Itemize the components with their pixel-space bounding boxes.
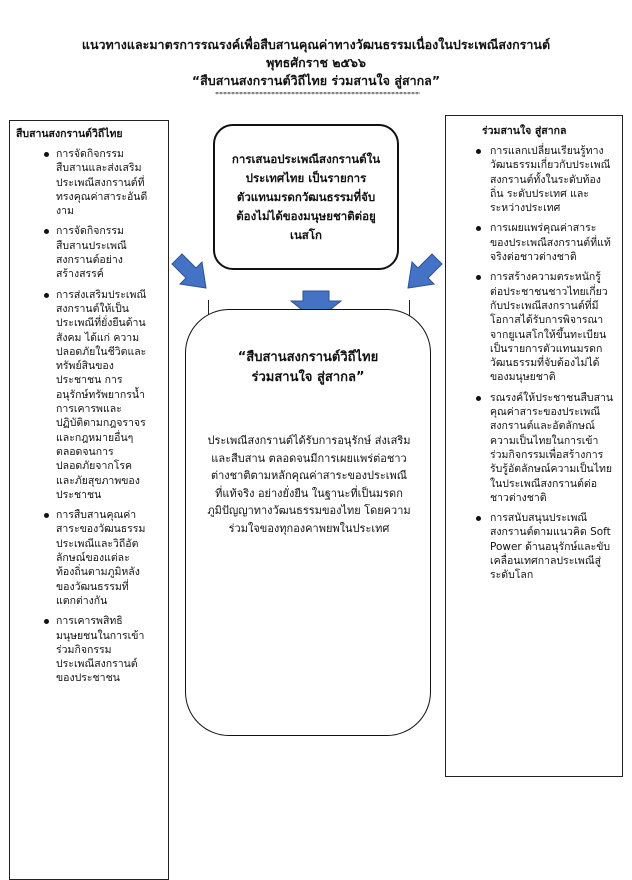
right-panel-list: การแลกเปลี่ยนเรียนรู้ทางวัฒนธรรมเกี่ยวกั… — [454, 144, 616, 583]
bullet-icon — [44, 152, 49, 157]
bullet-icon — [476, 516, 481, 522]
right-panel-title: ร่วมสานใจ สู่สากล — [482, 125, 567, 137]
arrow-down-left-icon — [407, 253, 443, 289]
left-panel-list: การจัดกิจกรรมสืบสานและส่งเสริมประเพณีสงก… — [16, 147, 162, 686]
list-item: การจัดกิจกรรมสืบสานประเพณีสงกรานต์อย่างส… — [16, 224, 162, 281]
document-year: พุทธศักราช ๒๕๖๖ — [266, 55, 366, 70]
list-item: การเคารพสิทธิมนุษยชนในการเข้าร่วมกิจกรรม… — [16, 614, 162, 685]
title-divider: ****************************************… — [215, 92, 420, 98]
document-title: แนวทางและมาตรการรณรงค์เพื่อสืบสานคุณค่าท… — [81, 37, 551, 52]
list-item: การจัดกิจกรรมสืบสานและส่งเสริมประเพณีสงก… — [16, 147, 162, 218]
center-vision-title: “สืบสานสงกรานต์วิถีไทย ร่วมสานใจ สู่สากล… — [186, 348, 430, 388]
bullet-icon — [476, 395, 481, 401]
right-panel: ร่วมสานใจ สู่สากล การแลกเปลี่ยนเรียนรู้ท… — [445, 115, 623, 777]
bullet-icon — [44, 229, 49, 235]
unesco-nomination-text: การเสนอประเพณีสงกรานต์ในประเทศไทย เป็นรา… — [231, 151, 381, 242]
list-item: การแลกเปลี่ยนเรียนรู้ทางวัฒนธรรมเกี่ยวกั… — [454, 144, 616, 215]
bullet-icon — [44, 513, 49, 519]
bullet-icon — [44, 619, 49, 625]
list-item: การส่งเสริมประเพณีสงกรานต์ให้เป็นประเพณี… — [16, 288, 162, 502]
list-item: การสนับสนุนประเพณีสงกรานต์ตามแนวคิด Soft… — [454, 511, 616, 582]
list-item: การเผยแพร่คุณค่าสาระของประเพณีสงกรานต์ที… — [454, 221, 616, 264]
bullet-icon — [476, 149, 481, 154]
left-panel-title: สืบสานสงกรานต์วิถีไทย — [16, 128, 123, 140]
list-item: การสร้างความตระหนักรู้ต่อประชาชนชาวไทยเก… — [454, 270, 616, 384]
bullet-icon — [44, 292, 49, 298]
campaign-slogan: “สืบสานสงกรานต์วิถีไทย ร่วมสานใจ สู่สากล… — [191, 73, 441, 88]
unesco-nomination-box: การเสนอประเพณีสงกรานต์ในประเทศไทย เป็นรา… — [213, 124, 399, 270]
list-item: การสืบสานคุณค่าสาระของวัฒนธรรม ประเพณีแล… — [16, 508, 162, 608]
center-vision-body: ประเพณีสงกรานต์ได้รับการอนุรักษ์ ส่งเสริ… — [207, 434, 411, 535]
bullet-icon — [476, 275, 481, 281]
center-title-line-1: “สืบสานสงกรานต์วิถีไทย — [237, 350, 379, 365]
center-vision-box: “สืบสานสงกรานต์วิถีไทย ร่วมสานใจ สู่สากล… — [185, 309, 431, 736]
left-panel: สืบสานสงกรานต์วิถีไทย การจัดกิจกรรมสืบสา… — [9, 120, 169, 880]
center-title-line-2: ร่วมสานใจ สู่สากล” — [251, 370, 365, 385]
list-item: รณรงค์ให้ประชาชนสืบสานคุณค่าสาระของประเพ… — [454, 391, 616, 505]
bullet-icon — [476, 226, 481, 232]
arrow-down-right-icon — [171, 253, 207, 289]
